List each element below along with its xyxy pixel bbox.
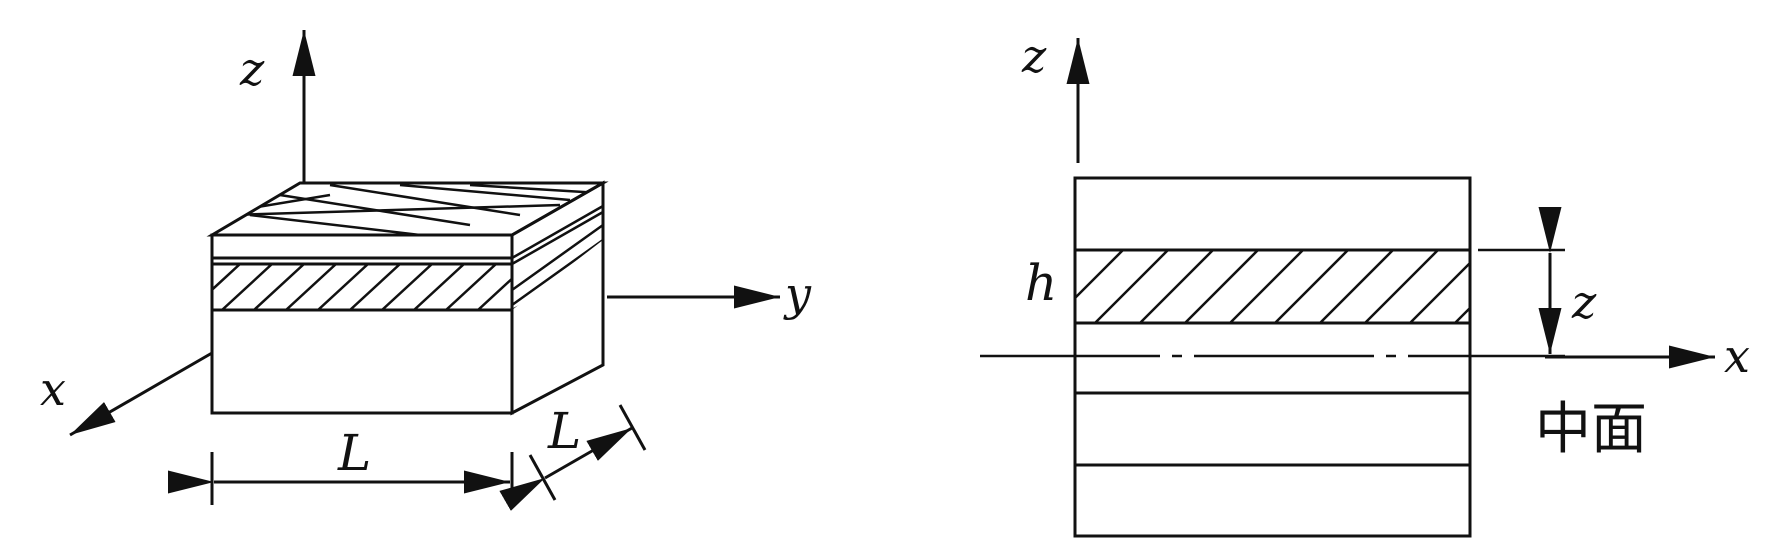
right-x-label: x: [1724, 329, 1750, 383]
dim-depth-label: L: [547, 402, 581, 460]
right-z-label: z: [1021, 29, 1047, 83]
h-label: h: [1025, 254, 1057, 312]
front-hatched-layer: [212, 264, 512, 310]
front-face: [210, 233, 514, 415]
top-face-fiber-lines: [229, 183, 601, 235]
left-y-label: y: [783, 267, 812, 321]
left-x-axis: [69, 351, 213, 437]
dim-depth-line: [499, 426, 633, 511]
right-hatched-layer: [1075, 250, 1470, 323]
mid-plane-label: 中面: [1535, 397, 1647, 462]
right-cross-section: z x h z 中面: [980, 29, 1750, 538]
side-face: [510, 180, 605, 416]
left-laminate-block: z y x L L: [40, 30, 812, 511]
dim-depth-tick-front: [528, 454, 557, 501]
dim-depth-tick-back: [618, 404, 647, 451]
dim-width-label: L: [337, 424, 371, 482]
z-distance-label: z: [1571, 275, 1597, 329]
side-face-fiber-lines: [512, 204, 603, 310]
left-z-label: z: [239, 42, 265, 96]
left-x-label: x: [40, 362, 66, 416]
